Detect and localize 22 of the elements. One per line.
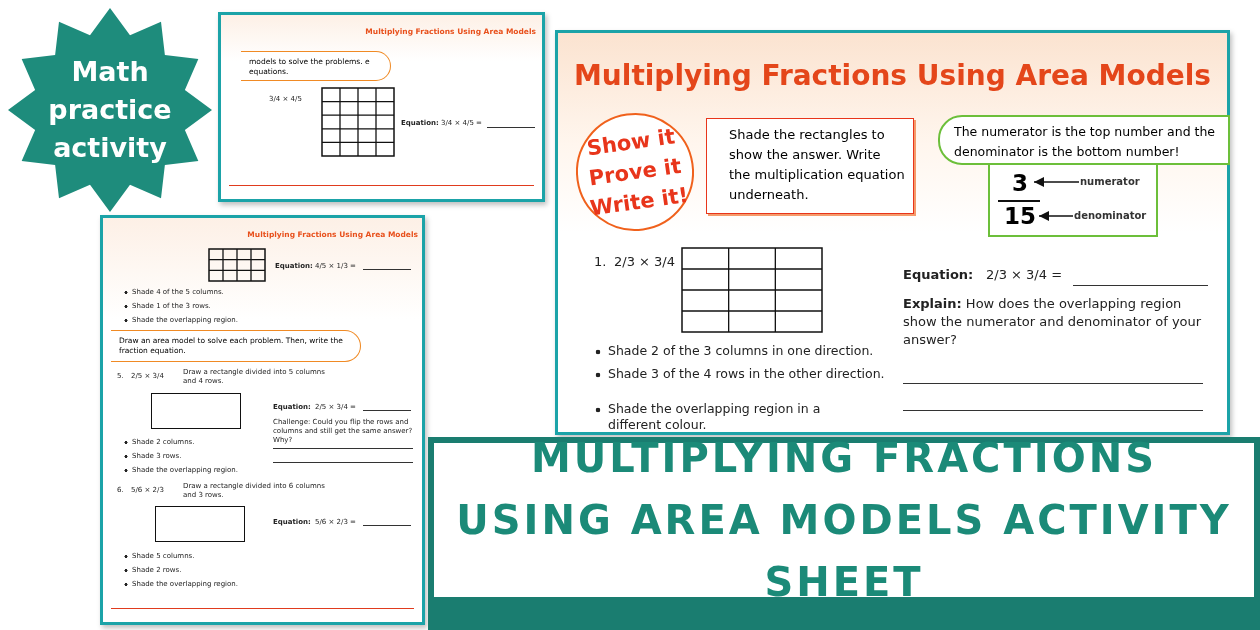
arrow — [1038, 211, 1074, 221]
answer-rectangle — [151, 393, 241, 429]
fraction-expression: 2/3 × 3/4 = — [986, 266, 1064, 284]
explain-question: Explain: How does the overlapping region show the numerator and denominator of your answer? — [903, 295, 1203, 349]
tip-box: The numerator is the top number and the denominator is the bottom number! — [938, 115, 1230, 165]
sheet-title: Multiplying Fractions Using Area Models — [573, 59, 1212, 93]
worksheet-page — [218, 12, 545, 202]
denominator-label: denominator — [1074, 209, 1156, 223]
instruction-box: Shade the rectangles to show the answer. Write the multiplication equation underneath. — [706, 118, 914, 214]
numerator-label: numerator — [1080, 175, 1154, 189]
numerator-number: 3 — [1007, 169, 1033, 197]
equation-label: Equation: — [903, 266, 975, 284]
question-number: 1. — [594, 253, 608, 271]
answer-rectangle — [155, 506, 245, 542]
title-banner: MULTIPLYING FRACTIONS USING AREA MODELS ACTIVITY SHEET — [428, 437, 1260, 603]
fraction-box — [988, 165, 1158, 237]
arrow — [1033, 177, 1080, 187]
worksheet-page — [555, 30, 1230, 435]
fraction-expression: 2/3 × 3/4 — [614, 253, 676, 271]
denominator-number: 15 — [1002, 202, 1038, 230]
star-badge: Math practice activity — [8, 8, 212, 212]
worksheet-page — [100, 215, 425, 625]
